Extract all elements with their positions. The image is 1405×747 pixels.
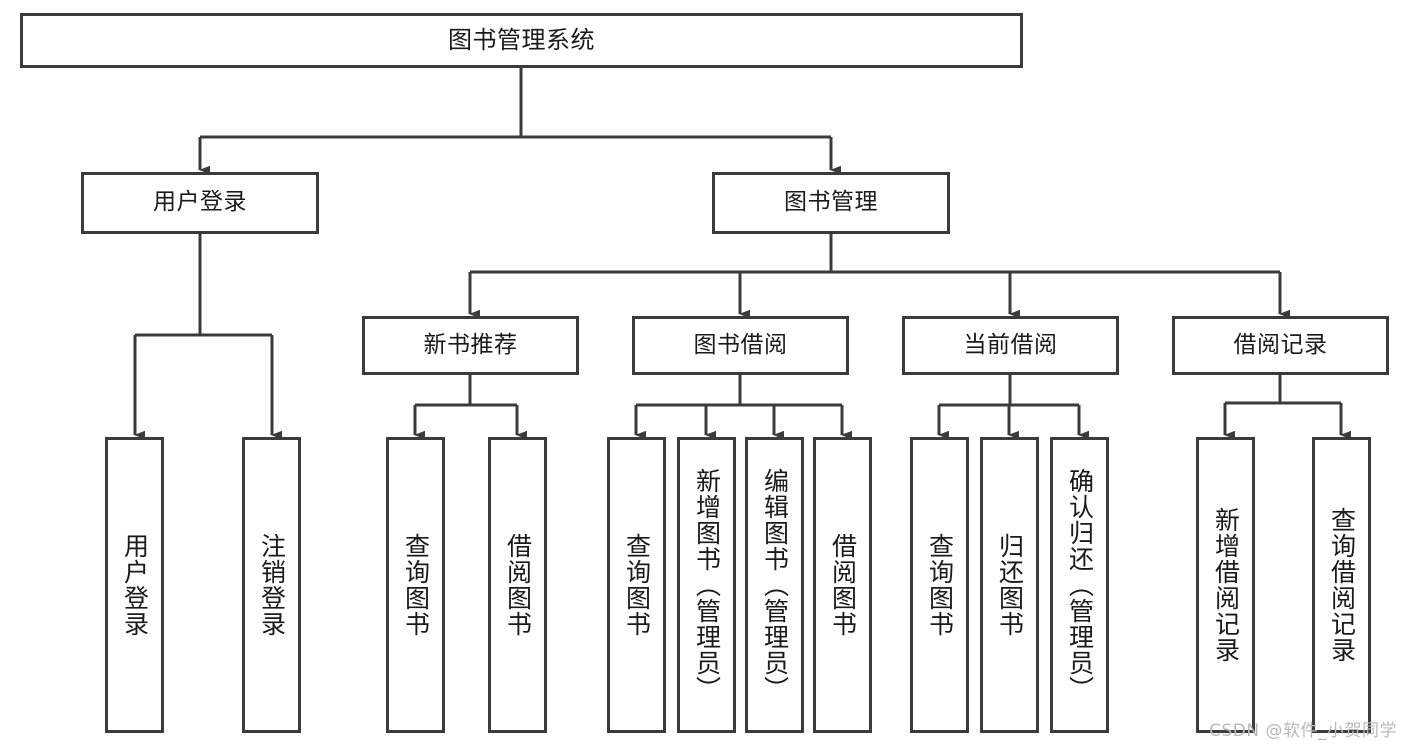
node-leaf-return-book[interactable]: 归还图书 (980, 437, 1039, 733)
node-book-borrow[interactable]: 图书借阅 (632, 316, 849, 375)
node-user-login-label: 用户登录 (153, 189, 247, 216)
node-leaf-edit-book-admin[interactable]: 编辑图书（管理员） (745, 437, 804, 733)
node-leaf-query-book-current-label: 查询图书 (925, 533, 955, 637)
node-root[interactable]: 图书管理系统 (20, 13, 1023, 68)
node-leaf-query-borrow-record[interactable]: 查询借阅记录 (1312, 437, 1371, 733)
node-leaf-user-login[interactable]: 用户登录 (105, 437, 164, 733)
node-leaf-user-logout[interactable]: 注销登录 (242, 437, 301, 733)
node-leaf-borrow-book[interactable]: 借阅图书 (813, 437, 872, 733)
node-leaf-return-book-label: 归还图书 (995, 533, 1025, 637)
node-leaf-add-borrow-record[interactable]: 新增借阅记录 (1196, 437, 1255, 733)
node-leaf-add-book-admin-label: 新增图书（管理员） (692, 468, 722, 702)
node-leaf-query-book-current[interactable]: 查询图书 (910, 437, 969, 733)
node-book-manage-label: 图书管理 (784, 189, 878, 216)
node-book-manage[interactable]: 图书管理 (712, 172, 950, 234)
node-leaf-add-book-admin[interactable]: 新增图书（管理员） (677, 437, 736, 733)
node-leaf-query-book-rec-label: 查询图书 (401, 533, 431, 637)
node-user-login[interactable]: 用户登录 (81, 172, 319, 234)
node-leaf-user-logout-label: 注销登录 (257, 533, 287, 637)
node-borrow-record-label: 借阅记录 (1233, 331, 1328, 358)
node-leaf-borrow-book-label: 借阅图书 (828, 533, 858, 637)
node-leaf-query-book-borrow[interactable]: 查询图书 (607, 437, 666, 733)
node-book-borrow-label: 图书借阅 (693, 331, 788, 358)
node-leaf-borrow-book-rec[interactable]: 借阅图书 (488, 437, 547, 733)
node-new-book-recommend[interactable]: 新书推荐 (362, 316, 579, 375)
node-leaf-query-borrow-record-label: 查询借阅记录 (1327, 507, 1357, 663)
node-leaf-query-book-rec[interactable]: 查询图书 (386, 437, 445, 733)
node-root-label: 图书管理系统 (448, 26, 595, 55)
node-leaf-confirm-return-admin-label: 确认归还（管理员） (1065, 468, 1095, 702)
node-borrow-record[interactable]: 借阅记录 (1172, 316, 1389, 375)
node-leaf-edit-book-admin-label: 编辑图书（管理员） (760, 468, 790, 702)
node-leaf-borrow-book-rec-label: 借阅图书 (503, 533, 533, 637)
node-leaf-add-borrow-record-label: 新增借阅记录 (1211, 507, 1241, 663)
node-new-book-recommend-label: 新书推荐 (423, 331, 518, 358)
node-leaf-confirm-return-admin[interactable]: 确认归还（管理员） (1050, 437, 1109, 733)
csdn-watermark: CSDN @软件_小贺同学 (1209, 721, 1397, 741)
node-current-borrow[interactable]: 当前借阅 (902, 316, 1119, 375)
node-current-borrow-label: 当前借阅 (963, 331, 1058, 358)
node-leaf-user-login-label: 用户登录 (120, 533, 150, 637)
node-leaf-query-book-borrow-label: 查询图书 (622, 533, 652, 637)
